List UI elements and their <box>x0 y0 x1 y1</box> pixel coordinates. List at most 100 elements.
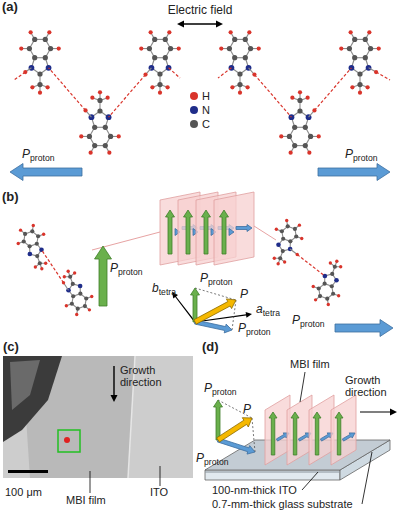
label-group: 100 μm <box>5 486 42 498</box>
carbon-atom <box>70 302 74 306</box>
leader-line <box>362 452 372 504</box>
carbon-atom <box>347 46 352 51</box>
molecule <box>19 30 61 95</box>
micrograph <box>3 356 193 478</box>
carbon-atom <box>35 242 39 246</box>
carbon-atom <box>48 46 53 51</box>
hydrogen-atom <box>32 224 35 227</box>
carbon-atom <box>92 143 97 148</box>
atom-swatch <box>190 120 198 128</box>
subscript-text: proton <box>118 267 142 277</box>
field-arrow <box>200 21 223 28</box>
polarization-arrow <box>220 210 229 254</box>
label-text: P <box>238 321 246 335</box>
label-group: Pproton <box>204 382 236 395</box>
label-text: P <box>200 271 208 285</box>
label-text: P <box>243 402 251 416</box>
hydrogen-atom <box>275 228 278 231</box>
hydrogen-atom <box>276 262 279 265</box>
carbon-atom <box>227 46 232 51</box>
hydrogen-bond <box>169 68 180 78</box>
ito-layer <box>205 471 340 472</box>
hydrogen-atom <box>29 30 33 34</box>
label-group: atetra <box>256 303 280 316</box>
label-group: (c) <box>3 340 19 354</box>
carbon-atom <box>292 143 297 148</box>
carbon-atom <box>318 294 322 298</box>
carbon-atom <box>43 55 48 60</box>
label-text: 0.7-mm-thick glass substrate <box>212 498 353 510</box>
molecule <box>139 30 181 95</box>
hydrogen-atom <box>290 96 294 100</box>
legend-item: N <box>190 104 210 116</box>
carbon-atom <box>152 55 157 60</box>
carbon-atom <box>87 134 92 139</box>
hydrogen-atom <box>329 261 332 264</box>
label-text: 100-nm-thick ITO <box>212 484 297 496</box>
carbon-atom <box>37 71 42 76</box>
hydrogen-atom <box>79 134 83 138</box>
hydrogen-atom <box>66 270 69 273</box>
hydrogen-atom <box>279 134 283 138</box>
molecule <box>279 90 321 155</box>
hydrogen-bond <box>254 75 291 118</box>
hydrogen-bond <box>297 255 325 276</box>
carbon-atom <box>30 229 34 233</box>
carbon-atom <box>303 125 308 130</box>
carbon-atom <box>38 261 42 265</box>
hydrogen-atom <box>273 257 276 260</box>
carbon-atom <box>281 249 285 253</box>
carbon-atom <box>352 55 357 60</box>
label-group: btetra <box>152 282 176 295</box>
carbon-atom <box>363 55 368 60</box>
hydrogen-atom <box>149 30 153 34</box>
carbon-atom <box>325 297 329 301</box>
carbon-atom <box>330 284 334 288</box>
hydrogen-atom <box>44 262 47 265</box>
hydrogen-atom <box>317 134 321 138</box>
carbon-atom <box>35 254 39 258</box>
hydrogen-atom <box>89 151 93 155</box>
hydrogen-bond <box>218 68 231 78</box>
hydrogen-atom <box>62 281 65 284</box>
growth-arrow <box>360 409 397 416</box>
hydrogen-atom <box>366 85 370 89</box>
label-text: P <box>204 381 212 395</box>
hydrogen-atom <box>83 108 87 112</box>
net-polarization-arrow <box>194 299 236 324</box>
leader-line <box>160 466 161 486</box>
hydrogen-atom <box>30 85 34 89</box>
guide-line <box>218 400 252 418</box>
carbon-atom <box>303 143 308 148</box>
label-group: Pproton <box>22 148 54 161</box>
label-text: a <box>256 302 263 316</box>
hydrogen-atom <box>377 46 381 50</box>
carbon-atom <box>92 125 97 130</box>
hydrogen-atom <box>230 85 234 89</box>
molecule <box>63 270 94 317</box>
hydrogen-atom <box>73 271 76 274</box>
artwork <box>3 21 397 505</box>
subscript-text: tetra <box>263 308 280 318</box>
polarization-arrow <box>335 320 393 337</box>
carbon-atom <box>157 71 162 76</box>
hydrogen-atom <box>90 96 94 100</box>
label-text: P <box>110 261 118 275</box>
net-polarization-arrow <box>217 418 252 442</box>
hydrogen-atom <box>34 265 37 268</box>
label-text: b <box>152 281 159 295</box>
subscript-text: proton <box>30 153 54 163</box>
polarization-arrow <box>269 412 277 455</box>
polarization-arrow <box>214 400 223 440</box>
hydrogen-atom <box>150 85 154 89</box>
hydrogen-atom <box>167 30 171 34</box>
hydrogen-atom <box>298 223 301 226</box>
hydrogen-atom <box>42 233 45 236</box>
hydrogen-atom <box>57 46 61 50</box>
carbon-atom <box>281 237 285 241</box>
carbon-atom <box>248 46 253 51</box>
label-group: Pproton <box>292 314 324 327</box>
